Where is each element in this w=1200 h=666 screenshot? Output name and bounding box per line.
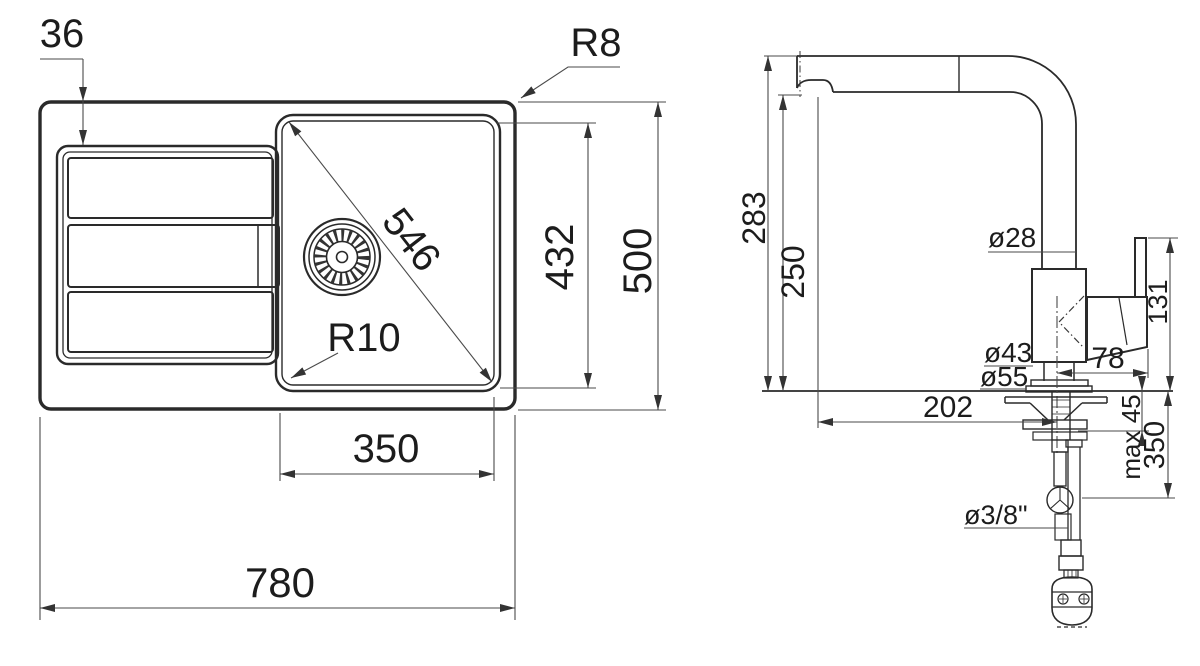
drainer-tray-inner (62, 151, 273, 359)
dim-overall-width-label: 780 (245, 559, 315, 606)
bowl-inner-edge (281, 120, 495, 386)
dim-bowl-depth-label: 432 (538, 224, 582, 291)
bowl-radius-label: R10 (327, 316, 400, 360)
handle-end-cap (1134, 237, 1147, 298)
supply-hoses (1046, 439, 1084, 579)
connection-label: ø3/8" (964, 500, 1028, 530)
corner-radius-label: R8 (570, 21, 621, 65)
sink-outer-edge (38, 100, 517, 411)
flange-diameter-label: ø55 (980, 361, 1028, 392)
extension-lines (39, 101, 666, 620)
body-diameter-label: ø43 (984, 337, 1032, 368)
drainer-panel-bottom (67, 291, 274, 353)
dim-hose-length-label: 350 (1139, 421, 1171, 469)
mounting-bracket (1004, 396, 1108, 421)
dim-diagonal-line (288, 121, 493, 383)
bowl-outer-edge (274, 113, 502, 393)
cartridge-marks (1058, 295, 1085, 349)
dim-overall-height-label: 283 (736, 191, 772, 244)
dim-handle-height-label: 131 (1143, 279, 1173, 324)
pipe-diameter-label: ø28 (988, 222, 1036, 253)
rim-offset-label: 36 (40, 12, 85, 56)
hose-right (1067, 447, 1081, 540)
faucet-side-view (762, 51, 1173, 628)
handle-seam (1118, 297, 1128, 346)
dim-spout-reach-label: 202 (923, 391, 973, 424)
drainer-panel-middle (67, 224, 280, 288)
faucet-extension-lines (764, 55, 1178, 499)
dim-overall-depth-label: 500 (616, 228, 660, 295)
threaded-shank (1052, 399, 1070, 415)
drainer-panel-top (67, 157, 274, 219)
bowl-radius-leader (290, 352, 339, 379)
rim-offset-arrow (79, 87, 87, 101)
dim-spout-height-label: 250 (775, 245, 811, 298)
dim-counter-thickness-label: max 45 (1116, 394, 1146, 479)
hose-left (1053, 451, 1067, 487)
faucet-dimensions: 283 250 ø28 131 ø43 ø55 78 202 max 45 35… (736, 55, 1178, 530)
dim-bowl-width-label: 350 (353, 427, 420, 471)
quick-connector (1051, 576, 1093, 628)
drain-strainer (302, 217, 382, 297)
handle-lever (1086, 296, 1148, 362)
spout-tube-outer (797, 55, 1077, 269)
connector-screw-right (1078, 593, 1090, 605)
connector-screw-left (1057, 593, 1069, 605)
corner-radius-leader (520, 66, 620, 99)
spout-tube-inner (833, 91, 1043, 269)
dim-handle-length-label: 78 (1091, 342, 1124, 375)
